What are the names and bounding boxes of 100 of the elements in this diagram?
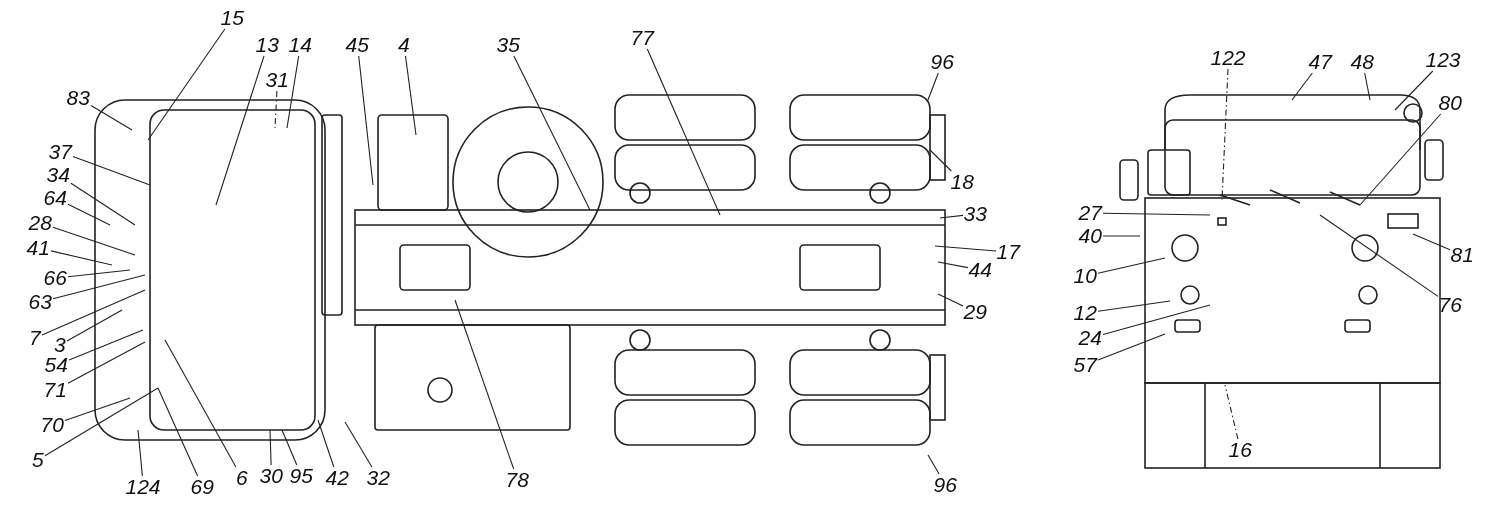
leader-line	[937, 261, 969, 269]
callout-number: 63	[27, 291, 53, 313]
callout-number: 57	[1072, 354, 1098, 376]
leader-line	[934, 245, 997, 252]
leader-line	[52, 274, 146, 300]
callout-number: 28	[27, 212, 53, 234]
callout-number: 122	[1209, 47, 1247, 69]
leader-line	[344, 421, 373, 468]
callout-number: 96	[932, 474, 958, 496]
callout-number: 77	[629, 27, 655, 49]
callout-number: 17	[995, 241, 1021, 263]
leader-line	[358, 55, 374, 186]
callout-number: 14	[287, 34, 313, 56]
callout-number: 45	[344, 34, 370, 56]
leader-line	[1221, 68, 1229, 201]
leader-line	[317, 419, 335, 468]
callout-number: 80	[1437, 92, 1463, 114]
leader-line	[1102, 235, 1141, 237]
callout-number: 32	[365, 467, 391, 489]
leader-line	[281, 429, 298, 466]
callout-number: 3	[53, 334, 67, 356]
callout-number: 31	[264, 69, 290, 91]
leader-line	[1097, 333, 1166, 361]
callout-number: 29	[962, 301, 988, 323]
leader-line	[70, 182, 136, 226]
leader-line	[67, 203, 111, 226]
callout-number: 48	[1349, 51, 1375, 73]
leader-line	[67, 269, 131, 278]
leader-line	[72, 156, 151, 186]
leader-line	[147, 28, 226, 141]
leader-line	[513, 55, 591, 211]
leader-line	[52, 226, 136, 256]
callout-number: 95	[288, 465, 314, 487]
leader-line	[1364, 72, 1371, 101]
callout-number: 18	[949, 171, 975, 193]
leader-line	[44, 387, 159, 457]
callout-number: 41	[25, 237, 51, 259]
leader-line	[454, 299, 515, 470]
callout-number: 76	[1437, 294, 1463, 316]
leader-line	[1359, 113, 1442, 206]
callout-number: 16	[1227, 439, 1253, 461]
leader-line	[67, 341, 146, 384]
leader-line	[1412, 233, 1451, 251]
callout-number: 12	[1072, 302, 1098, 324]
callout-number: 15	[219, 7, 245, 29]
callout-number: 96	[929, 51, 955, 73]
leader-line	[927, 72, 939, 101]
callout-number: 78	[504, 469, 530, 491]
leader-line	[274, 90, 278, 129]
leader-line	[215, 55, 265, 206]
callout-number: 70	[39, 414, 65, 436]
callout-number: 71	[42, 379, 68, 401]
leader-line	[68, 329, 144, 361]
callout-number: 10	[1072, 265, 1098, 287]
callout-number: 4	[397, 34, 411, 56]
callout-number: 124	[124, 476, 162, 498]
callout-number: 83	[65, 87, 91, 109]
callout-number: 66	[42, 267, 68, 289]
leader-line	[1102, 212, 1211, 216]
leader-line	[157, 387, 199, 477]
callout-number: 5	[31, 449, 45, 471]
callout-number: 69	[189, 476, 215, 498]
leader-line	[50, 250, 113, 266]
callout-number: 47	[1307, 51, 1333, 73]
callout-number: 44	[967, 259, 993, 281]
leader-line	[1102, 304, 1211, 336]
callout-number: 54	[43, 354, 69, 376]
callout-number: 37	[47, 141, 73, 163]
leader-line	[137, 429, 143, 477]
leader-line	[41, 289, 146, 336]
callout-number: 40	[1077, 225, 1103, 247]
callout-number: 27	[1077, 202, 1103, 224]
leader-line	[286, 55, 300, 129]
leader-line	[1291, 72, 1313, 101]
callout-number: 123	[1424, 49, 1462, 71]
callout-number: 6	[235, 467, 249, 489]
leader-line	[1097, 300, 1171, 312]
callout-number: 42	[324, 467, 350, 489]
callout-number: 7	[28, 327, 42, 349]
leader-line	[927, 454, 940, 475]
leader-line	[1319, 214, 1439, 297]
callout-number: 24	[1077, 327, 1103, 349]
callout-number: 34	[45, 164, 71, 186]
callout-number: 81	[1449, 244, 1475, 266]
callout-number: 13	[254, 34, 280, 56]
leader-line	[269, 429, 272, 466]
leader-line	[1224, 384, 1239, 440]
callout-number: 64	[42, 187, 68, 209]
leader-line	[939, 214, 964, 219]
callout-number: 30	[258, 465, 284, 487]
callout-number: 35	[495, 34, 521, 56]
leader-line	[164, 339, 237, 468]
leader-line	[64, 397, 131, 422]
leader-line	[1394, 70, 1434, 111]
callout-number: 33	[962, 203, 988, 225]
leader-line	[937, 293, 964, 307]
leader-line	[66, 309, 123, 342]
leader-line	[404, 55, 417, 136]
leader-line	[929, 149, 952, 172]
leader-line	[1097, 257, 1166, 274]
